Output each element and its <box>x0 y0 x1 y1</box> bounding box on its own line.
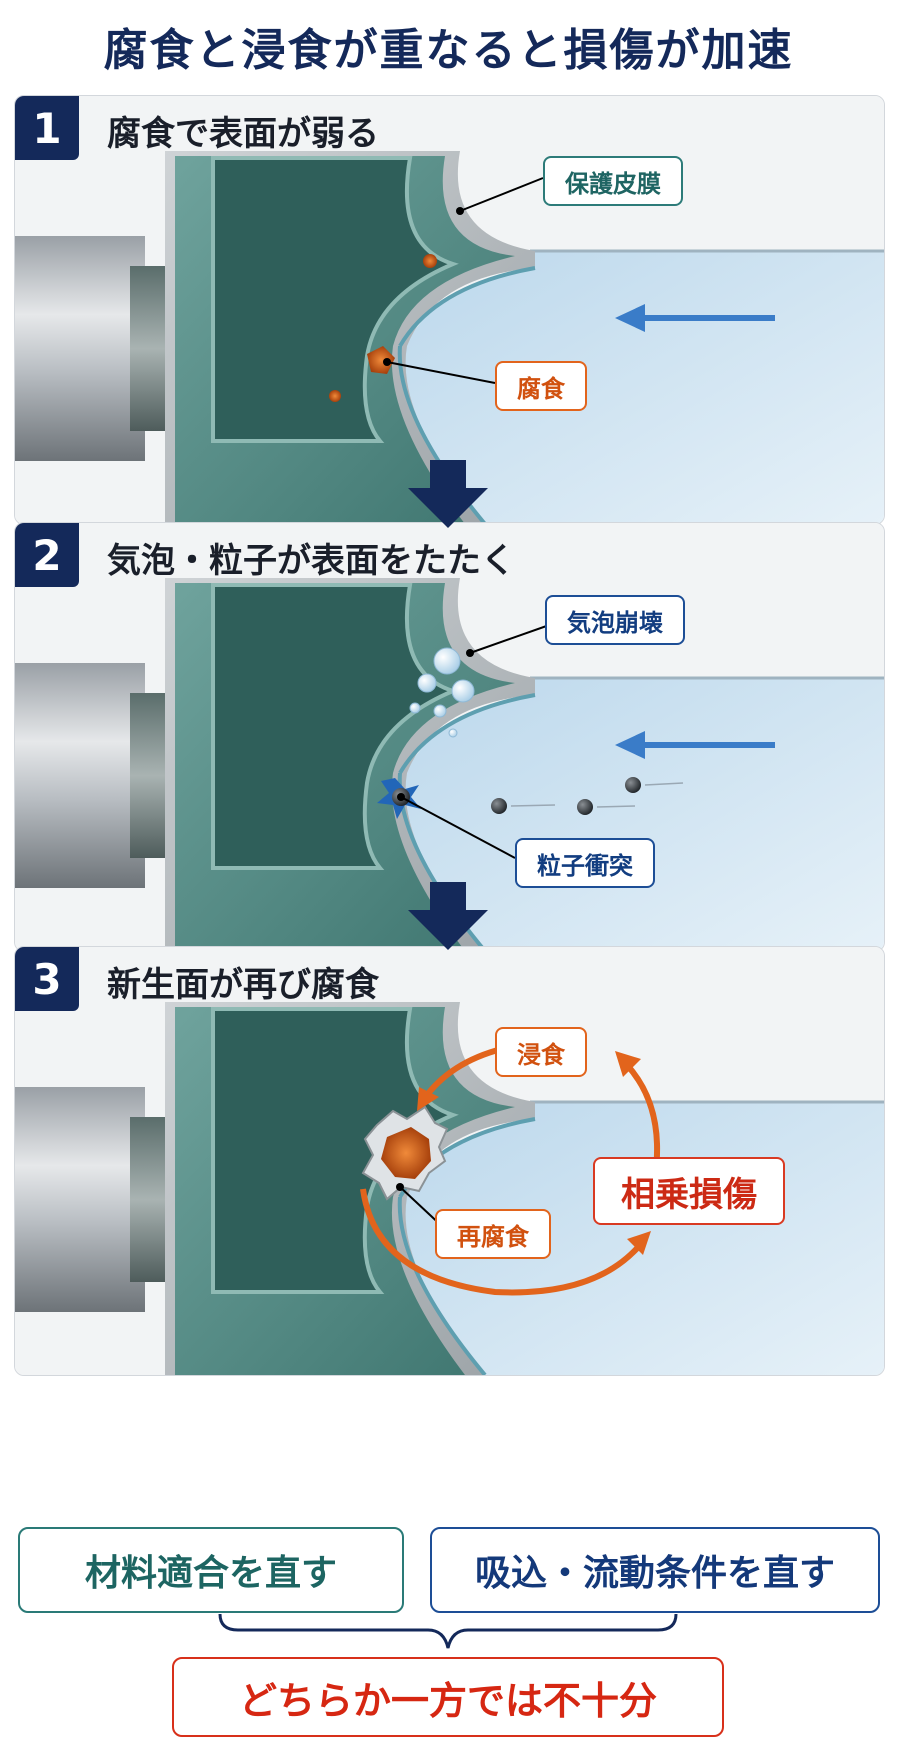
brace-connector <box>218 1613 678 1649</box>
bubble-collapse-label: 気泡崩壊 <box>545 595 685 645</box>
protective-film-label: 保護皮膜 <box>543 156 683 206</box>
step-2-panel: 2 気泡・粒子が表面をたたく 気泡崩壊 粒子衝突 <box>14 522 885 952</box>
conclusion-box: どちらか一方では不十分 <box>172 1657 724 1737</box>
step-3-panel: 3 新生面が再び腐食 浸食 再腐食 相乗損傷 <box>14 946 885 1376</box>
down-arrow-2 <box>408 882 488 950</box>
corrosion-label: 腐食 <box>495 361 587 411</box>
page-title: 腐食と浸食が重なると損傷が加速 <box>103 25 794 76</box>
cycle-arrow-bottom <box>360 1188 643 1296</box>
synergistic-damage-label: 相乗損傷 <box>593 1157 785 1225</box>
step-3-number: 3 <box>15 947 79 1011</box>
fix-flow-box: 吸込・流動条件を直す <box>430 1527 880 1613</box>
fix-material-box: 材料適合を直す <box>18 1527 404 1613</box>
step-1-number: 1 <box>15 96 79 160</box>
step-2-number: 2 <box>15 523 79 587</box>
particle-impact-label: 粒子衝突 <box>515 838 655 888</box>
impeller-illustration-3 <box>15 947 884 1375</box>
recorrosion-label: 再腐食 <box>435 1209 551 1259</box>
step-2-title: 気泡・粒子が表面をたたく <box>107 541 515 581</box>
impeller-illustration-2 <box>15 523 884 951</box>
step-3-title: 新生面が再び腐食 <box>107 965 379 1005</box>
step-1-title: 腐食で表面が弱る <box>107 114 379 154</box>
down-arrow-1 <box>408 460 488 528</box>
erosion-label: 浸食 <box>495 1027 587 1077</box>
